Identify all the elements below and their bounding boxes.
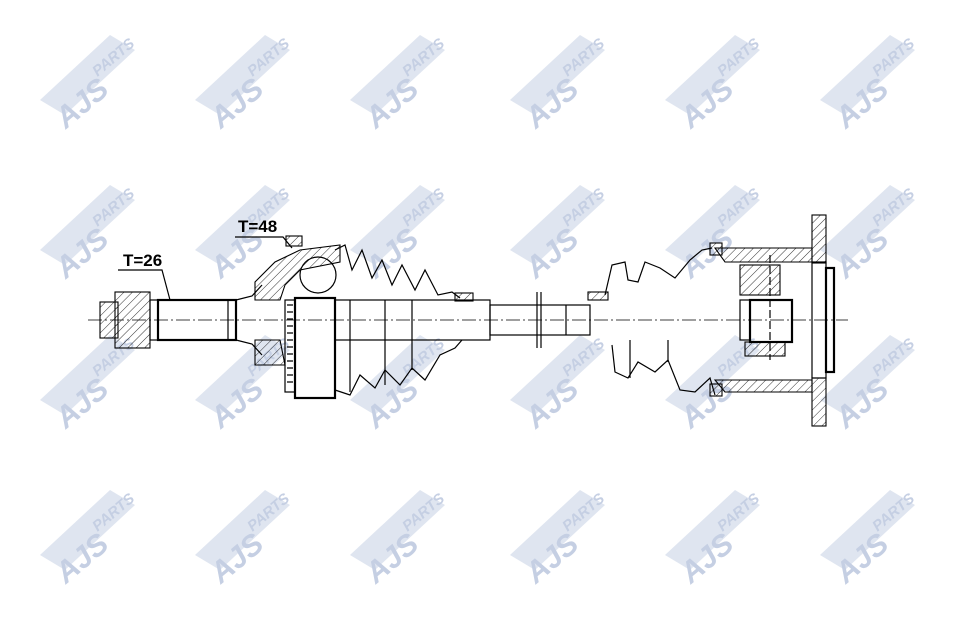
- svg-text:AJS: AJS: [518, 527, 585, 590]
- svg-text:AJS: AJS: [203, 527, 270, 590]
- svg-text:AJS: AJS: [48, 527, 115, 590]
- dimension-t26: T=26: [118, 251, 171, 301]
- svg-text:T=48: T=48: [238, 217, 277, 236]
- svg-text:AJS: AJS: [48, 72, 115, 135]
- svg-text:T=26: T=26: [123, 251, 162, 270]
- svg-text:AJS: AJS: [673, 527, 740, 590]
- svg-text:AJS: AJS: [518, 72, 585, 135]
- svg-text:AJS: AJS: [518, 372, 585, 435]
- axle-nut: [99, 291, 159, 349]
- main-shaft: [334, 292, 591, 348]
- svg-text:AJS: AJS: [673, 72, 740, 135]
- svg-text:AJS: AJS: [358, 72, 425, 135]
- svg-text:AJS: AJS: [518, 222, 585, 285]
- inner-boot: [587, 247, 716, 396]
- svg-text:AJS: AJS: [828, 527, 895, 590]
- outer-boot: [334, 244, 463, 396]
- svg-text:AJS: AJS: [828, 72, 895, 135]
- dimension-t48: T=48: [235, 217, 293, 249]
- svg-text:AJS: AJS: [48, 372, 115, 435]
- svg-text:AJS: AJS: [828, 372, 895, 435]
- svg-text:AJS: AJS: [828, 222, 895, 285]
- svg-text:AJS: AJS: [203, 372, 270, 435]
- svg-text:AJS: AJS: [358, 222, 425, 285]
- svg-text:AJS: AJS: [203, 72, 270, 135]
- outer-cv-joint: [254, 235, 341, 400]
- svg-text:AJS: AJS: [358, 527, 425, 590]
- svg-text:AJS: AJS: [48, 222, 115, 285]
- inner-tripod-joint: [709, 214, 836, 427]
